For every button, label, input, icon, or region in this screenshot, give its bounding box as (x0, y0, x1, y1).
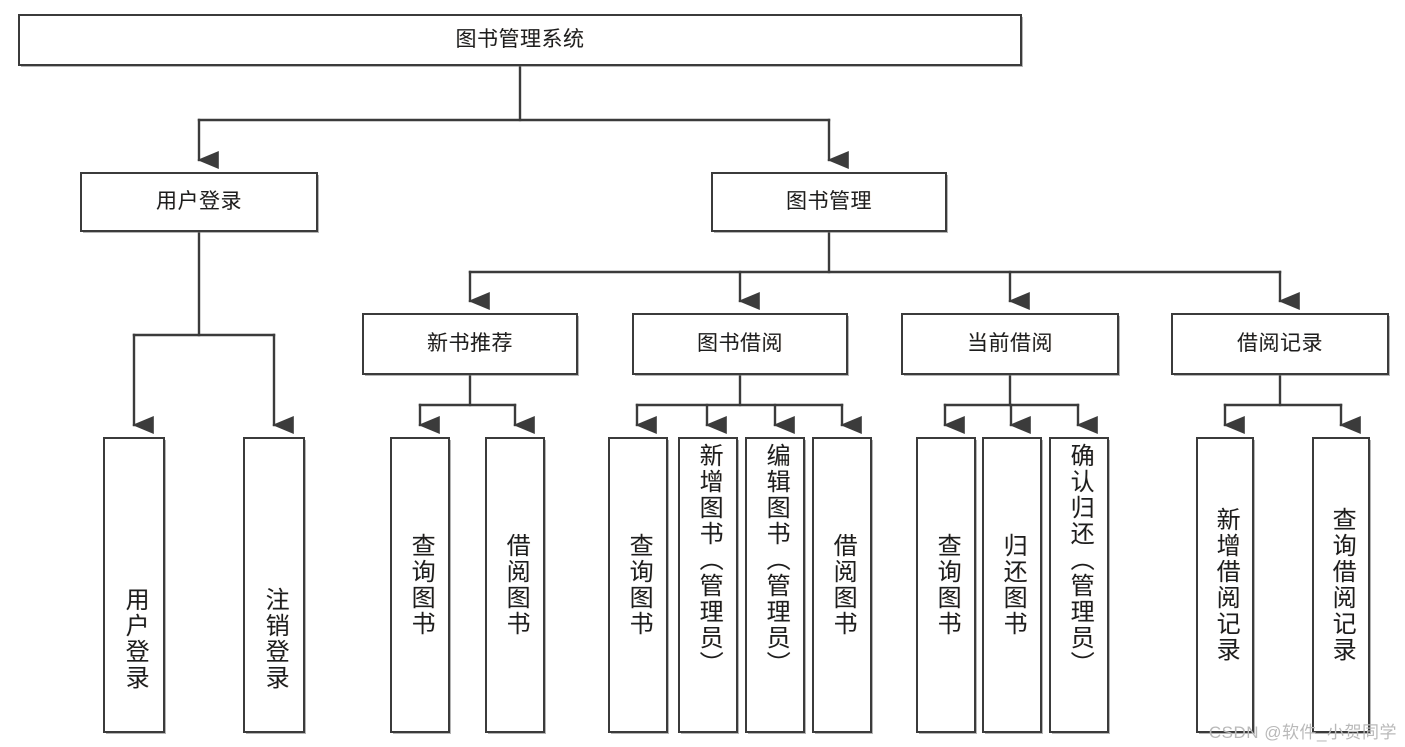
leaf-current-borrow-query-books[interactable]: 查询图书 (916, 437, 976, 733)
leaf-book-borrow-add-book-admin[interactable]: 新增图书（管理员） (678, 437, 738, 733)
node-label: 确认归还（管理员） (1066, 443, 1094, 677)
node-label: 用户登录 (121, 587, 149, 691)
node-current-borrow[interactable]: 当前借阅 (901, 313, 1119, 375)
leaf-book-borrow-query-books[interactable]: 查询图书 (608, 437, 668, 733)
leaf-new-book-query-books[interactable]: 查询图书 (390, 437, 450, 733)
node-label: 用户登录 (156, 189, 242, 213)
leaf-current-borrow-confirm-return-admin[interactable]: 确认归还（管理员） (1049, 437, 1109, 733)
node-label: 归还图书 (999, 533, 1027, 637)
node-label: 查询借阅记录 (1328, 507, 1356, 663)
node-label: 图书管理系统 (455, 27, 585, 51)
node-book-management[interactable]: 图书管理 (711, 172, 947, 232)
node-label: 新书推荐 (427, 331, 513, 355)
node-label: 新增图书（管理员） (695, 443, 723, 677)
node-new-book-recommend[interactable]: 新书推荐 (362, 313, 578, 375)
node-label: 图书管理 (786, 189, 872, 213)
leaf-book-borrow-edit-book-admin[interactable]: 编辑图书（管理员） (745, 437, 805, 733)
node-label: 借阅图书 (829, 533, 857, 637)
node-label: 注销登录 (261, 587, 289, 691)
node-label: 借阅记录 (1237, 331, 1323, 355)
node-label: 借阅图书 (502, 533, 530, 637)
node-label: 查询图书 (407, 533, 435, 637)
node-book-borrow[interactable]: 图书借阅 (632, 313, 848, 375)
node-label: 查询图书 (933, 533, 961, 637)
leaf-current-borrow-return-books[interactable]: 归还图书 (982, 437, 1042, 733)
node-borrow-records[interactable]: 借阅记录 (1171, 313, 1389, 375)
leaf-borrow-records-query-record[interactable]: 查询借阅记录 (1312, 437, 1370, 733)
node-user-login[interactable]: 用户登录 (80, 172, 318, 232)
leaf-user-login-login[interactable]: 用户登录 (103, 437, 165, 733)
leaf-borrow-records-add-record[interactable]: 新增借阅记录 (1196, 437, 1254, 733)
leaf-user-login-logout[interactable]: 注销登录 (243, 437, 305, 733)
node-label: 图书借阅 (697, 331, 783, 355)
leaf-new-book-borrow-books[interactable]: 借阅图书 (485, 437, 545, 733)
leaf-book-borrow-borrow-books[interactable]: 借阅图书 (812, 437, 872, 733)
csdn-watermark: CSDN @软件_小贺同学 (1208, 723, 1397, 742)
node-label: 当前借阅 (967, 331, 1053, 355)
node-label: 查询图书 (625, 533, 653, 637)
node-label: 新增借阅记录 (1212, 507, 1240, 663)
node-label: 编辑图书（管理员） (762, 443, 790, 677)
node-root-book-management-system[interactable]: 图书管理系统 (18, 14, 1022, 66)
